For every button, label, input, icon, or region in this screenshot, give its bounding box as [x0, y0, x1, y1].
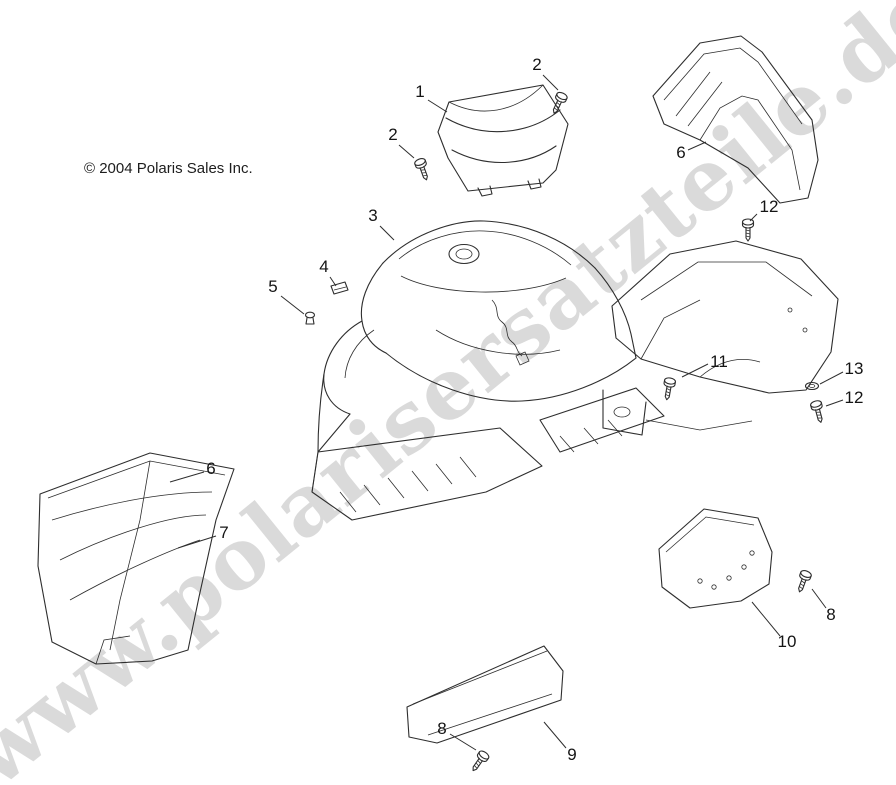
leader-lines: [169, 74, 844, 751]
callout-13: 13: [845, 359, 864, 378]
rivet-drawing: [304, 311, 316, 325]
right-side-panel-drawing: [652, 35, 819, 204]
callout-8-right: 8: [826, 605, 835, 624]
screw-icon: [741, 218, 755, 242]
callout-4: 4: [319, 257, 328, 276]
screw-icon: [809, 399, 827, 425]
callout-7: 7: [219, 523, 228, 542]
screw-icon: [660, 376, 677, 402]
footwell-board-drawing: [406, 645, 564, 744]
callout-5: 5: [268, 277, 277, 296]
left-fender-panel-drawing: [37, 452, 235, 665]
front-cab-drawing: [311, 220, 839, 521]
callout-9: 9: [567, 745, 576, 764]
callout-8-bottom: 8: [437, 719, 446, 738]
callout-6-left: 6: [206, 459, 215, 478]
callout-11: 11: [710, 352, 728, 371]
side-cover-drawing: [658, 508, 773, 609]
callout-2-left: 2: [388, 125, 397, 144]
callout-1: 1: [415, 82, 424, 101]
copyright-text: © 2004 Polaris Sales Inc.: [84, 160, 253, 177]
clip-drawing: [330, 281, 349, 295]
callout-12-right: 12: [845, 388, 864, 407]
callout-2-top: 2: [532, 55, 541, 74]
screw-icon: [413, 156, 433, 183]
callout-3: 3: [368, 206, 377, 225]
callout-10: 10: [778, 632, 797, 651]
headlight-pod-drawing: [437, 84, 569, 197]
screw-icon: [793, 568, 813, 595]
washer-icon: [804, 381, 820, 391]
callout-6-right: 6: [676, 143, 685, 162]
screw-icon: [548, 90, 569, 117]
screw-icon: [468, 748, 491, 775]
callout-12-top: 12: [760, 197, 779, 216]
